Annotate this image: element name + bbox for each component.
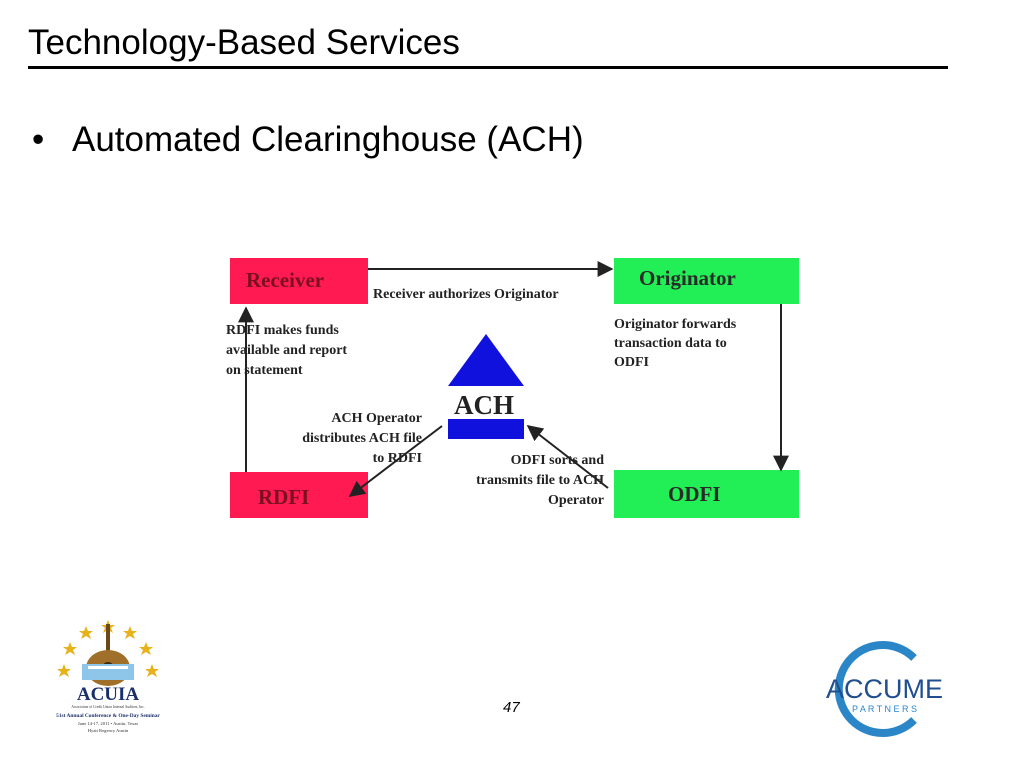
odfi-box bbox=[614, 470, 799, 518]
originator-node: Originator bbox=[614, 258, 799, 304]
ach-triangle bbox=[448, 334, 524, 386]
arrow-ach-to-rdfi bbox=[348, 425, 443, 497]
bullet-marker: • bbox=[32, 120, 45, 159]
odfi-label: ODFI bbox=[668, 482, 721, 506]
receiver-node: Receiver bbox=[230, 258, 368, 304]
bullet-item: • Automated Clearinghouse (ACH) bbox=[32, 120, 584, 160]
ach-operator-line-1: ACH Operator bbox=[331, 411, 422, 426]
slide-title: Technology-Based Services bbox=[28, 23, 460, 62]
acuia-line-3: June 14-17, 2011 • Austin, Texas bbox=[78, 721, 139, 727]
title-underline bbox=[28, 66, 948, 69]
ach-label: ACH bbox=[454, 390, 514, 420]
acuia-small-text: Association of Credit Union Internal Aud… bbox=[56, 705, 160, 733]
ach-flow-diagram: Receiver Originator RDFI ODFI ACH Receiv… bbox=[216, 256, 800, 520]
originator-forwards-label: Originator forwards transaction data to … bbox=[614, 317, 737, 370]
receiver-label: Receiver bbox=[246, 268, 324, 292]
accume-wordmark: ACCUME bbox=[826, 674, 943, 704]
acuia-line-4: Hyatt Regency Austin bbox=[88, 728, 129, 733]
receiver-box bbox=[230, 258, 368, 304]
rdfi-makes-funds-line-1: RDFI makes funds bbox=[226, 323, 339, 338]
accume-partners-logo: ACCUME P A R T N E R S bbox=[818, 640, 966, 738]
odfi-sorts-line-1: ODFI sorts and bbox=[511, 453, 605, 468]
originator-forwards-line-1: Originator forwards bbox=[614, 317, 737, 332]
accume-ring-icon bbox=[834, 641, 917, 737]
rdfi-makes-funds-line-2: available and report bbox=[226, 343, 347, 358]
ach-bar bbox=[448, 419, 524, 439]
odfi-sorts-label: ODFI sorts and transmits file to ACH Ope… bbox=[476, 453, 604, 508]
ach-operator-line-2: distributes ACH file bbox=[302, 431, 422, 446]
acuia-line-1: Association of Credit Union Internal Aud… bbox=[71, 705, 144, 710]
bullet-text: Automated Clearinghouse (ACH) bbox=[72, 120, 584, 159]
accume-tagline: P A R T N E R S bbox=[852, 704, 917, 714]
arrow-odfi-to-ach bbox=[526, 425, 609, 489]
rdfi-node: RDFI bbox=[230, 472, 368, 518]
rdfi-label: RDFI bbox=[258, 485, 309, 509]
ach-operator-distributes-label: ACH Operator distributes ACH file to RDF… bbox=[302, 411, 422, 466]
acuia-logo: ACUIA Association of Credit Union Intern… bbox=[48, 618, 168, 740]
originator-box bbox=[614, 258, 799, 304]
ach-operator-line-3: to RDFI bbox=[373, 451, 422, 466]
rdfi-makes-funds-label: RDFI makes funds available and report on… bbox=[226, 323, 347, 378]
capitol-icon bbox=[82, 664, 134, 680]
originator-forwards-line-2: transaction data to bbox=[614, 336, 727, 351]
originator-forwards-line-3: ODFI bbox=[614, 355, 649, 370]
odfi-node: ODFI bbox=[614, 470, 799, 518]
star-ring-icon bbox=[57, 620, 159, 677]
originator-label: Originator bbox=[639, 266, 736, 290]
receiver-authorizes-label: Receiver authorizes Originator bbox=[373, 287, 559, 302]
odfi-sorts-line-2: transmits file to ACH bbox=[476, 473, 604, 488]
page-number: 47 bbox=[503, 699, 520, 716]
ach-symbol: ACH bbox=[448, 334, 524, 439]
acuia-wordmark: ACUIA bbox=[77, 684, 140, 705]
rdfi-box bbox=[230, 472, 368, 518]
rdfi-makes-funds-line-3: on statement bbox=[226, 363, 303, 378]
odfi-sorts-line-3: Operator bbox=[548, 493, 604, 508]
acuia-line-2: 51st Annual Conference & One-Day Seminar bbox=[56, 713, 160, 719]
